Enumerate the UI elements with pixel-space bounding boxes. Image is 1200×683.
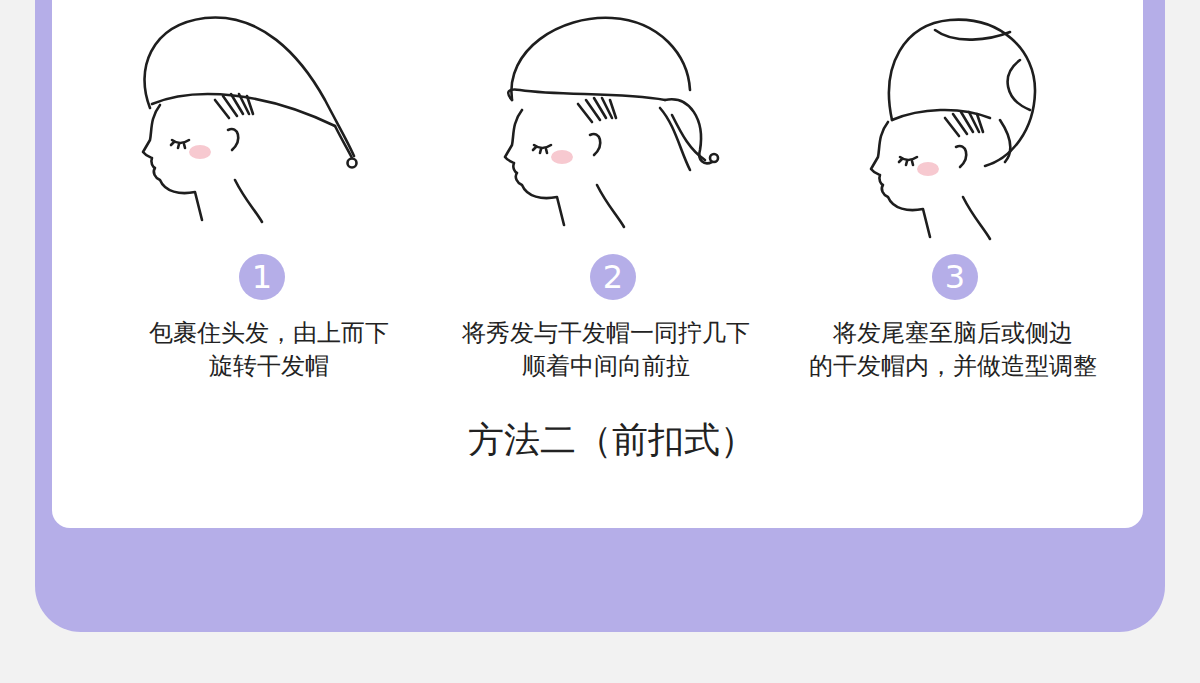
step-caption: 包裹住头发，由上而下 旋转干发帽: [109, 317, 429, 383]
step-caption: 将秀发与干发帽一同拧几下 顺着中间向前拉: [441, 317, 771, 383]
step-number: 1: [252, 261, 272, 293]
step-circle: 1: [239, 254, 285, 300]
step-number: 3: [945, 261, 965, 293]
step-circle: 2: [590, 254, 636, 300]
step-caption: 将发尾塞至脑后或侧边 的干发帽内，并做造型调整: [788, 317, 1118, 383]
step-circle: 3: [932, 254, 978, 300]
method-title: 方法二（前扣式）: [468, 418, 756, 462]
step-number: 2: [603, 261, 623, 293]
